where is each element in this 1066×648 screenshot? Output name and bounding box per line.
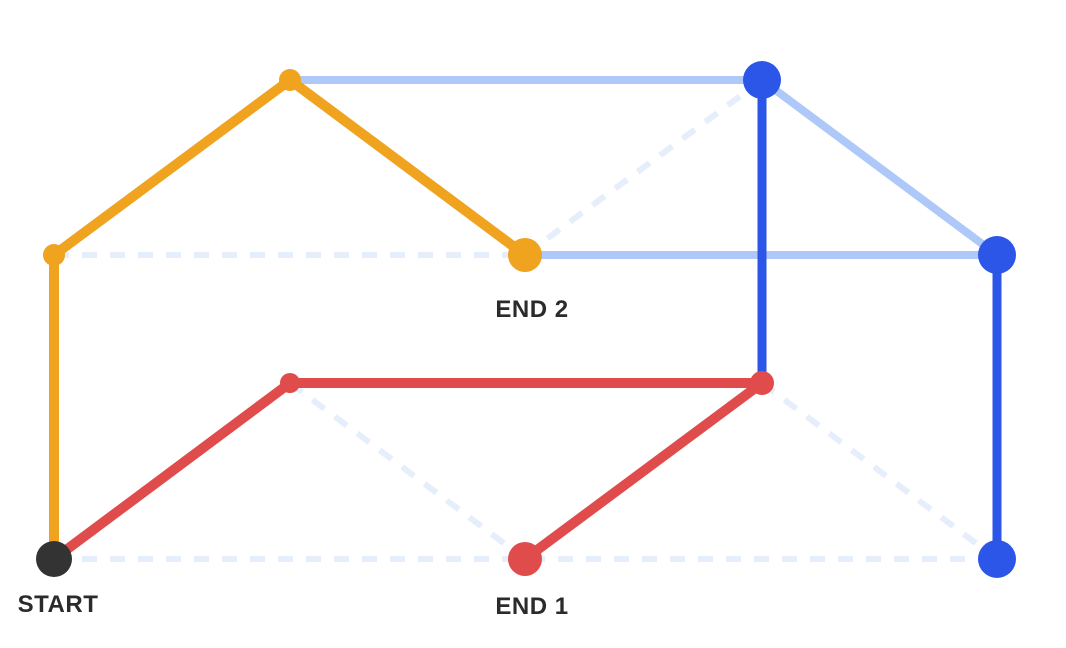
red-junction-node[interactable] <box>750 371 774 395</box>
edge-orange-down <box>285 75 530 260</box>
end-1-node[interactable] <box>508 542 542 576</box>
nodes-layer <box>36 61 1016 578</box>
blue-mid-right-node[interactable] <box>978 236 1016 274</box>
edge-grid-redleft-end1 <box>288 380 527 562</box>
end-2-node[interactable] <box>508 238 542 272</box>
orange-apex-node[interactable] <box>279 69 301 91</box>
edge-grid-end2-bluetop <box>523 77 764 258</box>
labels-layer: START END 1 END 2 <box>18 296 568 620</box>
blue-bottom-right-node[interactable] <box>978 540 1016 578</box>
start-node[interactable] <box>36 541 72 577</box>
edge-orange-up <box>49 75 295 260</box>
edges-layer <box>49 75 1002 564</box>
red-left-node[interactable] <box>280 373 300 393</box>
blue-top-right-node[interactable] <box>743 61 781 99</box>
edge-red-down <box>520 378 767 564</box>
end-1-label: END 1 <box>495 593 568 620</box>
orange-left-node[interactable] <box>43 244 65 266</box>
edge-grid-redjct-bluebottom <box>760 380 999 562</box>
edge-light-diagonal <box>758 76 1001 259</box>
edge-red-up <box>49 378 295 564</box>
end-2-label: END 2 <box>495 296 568 323</box>
start-label: START <box>18 591 99 618</box>
